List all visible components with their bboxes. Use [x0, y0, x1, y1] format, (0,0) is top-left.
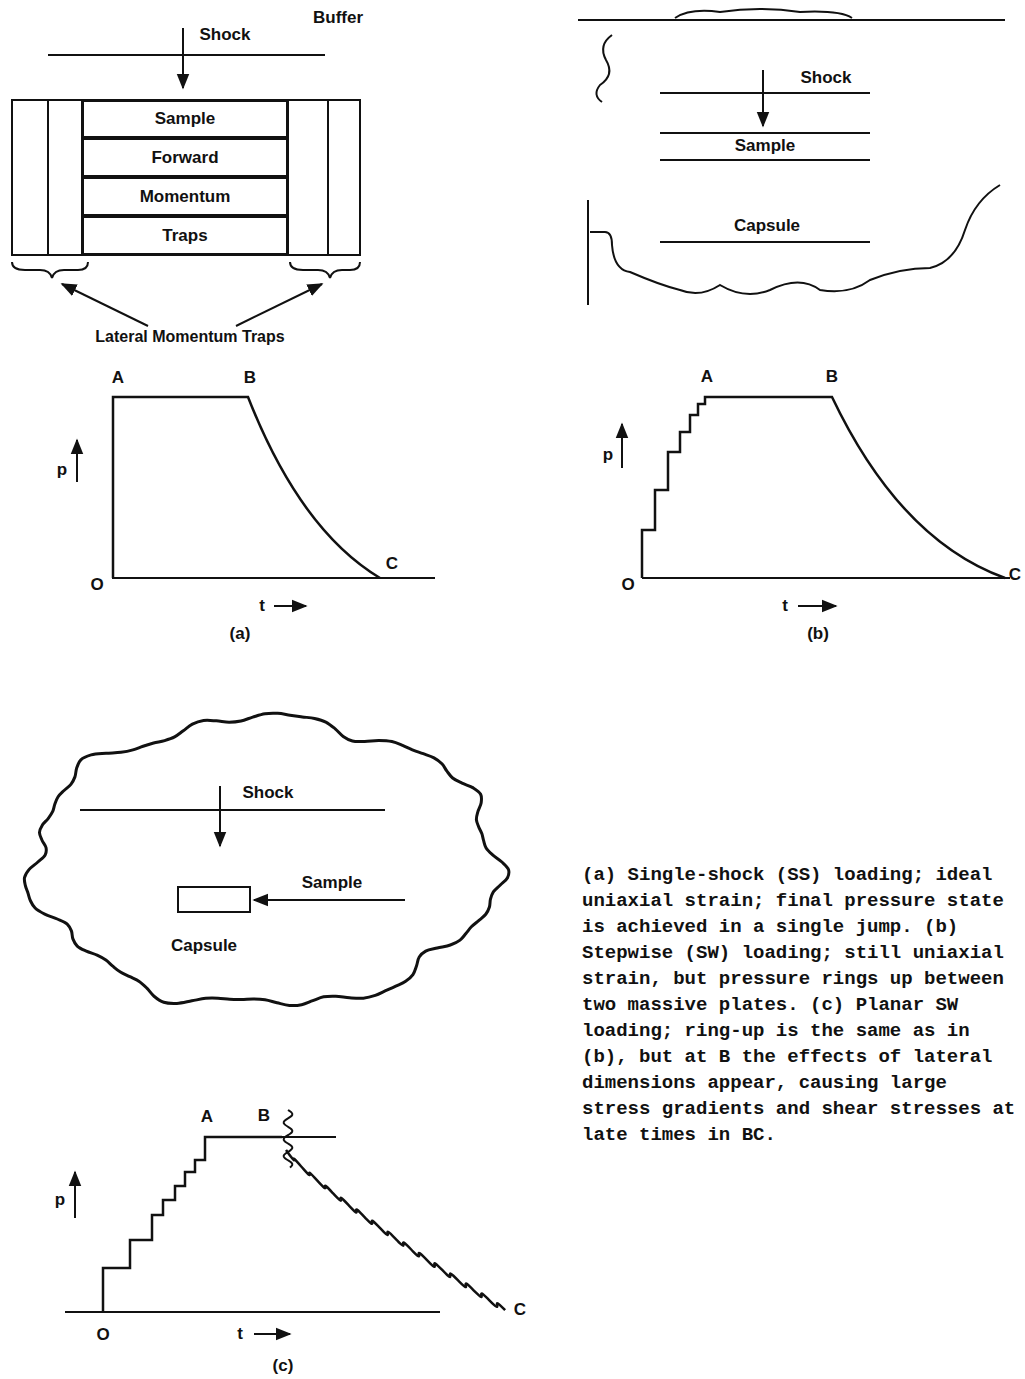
bracket [12, 262, 88, 278]
point-label: A [201, 1108, 213, 1127]
axis-arrow [254, 1333, 290, 1335]
part-label: Shock [800, 69, 851, 88]
leader-arrow [62, 284, 148, 326]
part-label: Buffer [313, 9, 363, 28]
bracket [290, 262, 360, 278]
panel-a-graph [77, 397, 435, 606]
apparatus-layer: Forward [82, 138, 288, 177]
break-mark [284, 1110, 293, 1168]
point-label: p [603, 446, 613, 465]
plateau-extension [282, 1136, 336, 1138]
layer-label: Sample [155, 109, 215, 129]
layer-label: Traps [162, 226, 207, 246]
panel-c-apparatus [24, 713, 509, 1005]
sample-edge [660, 132, 870, 134]
plate [660, 92, 870, 94]
panel-a-apparatus [12, 28, 360, 326]
capsule-wall [587, 200, 589, 305]
part-label: Shock [242, 784, 293, 803]
point-label: A [701, 368, 713, 387]
point-label: C [386, 555, 398, 574]
apparatus-layer: Momentum [82, 177, 288, 216]
point-label: O [90, 576, 103, 595]
apparatus-layer: Traps [82, 216, 288, 255]
shock-arrow [182, 28, 184, 88]
point-label: B [244, 369, 256, 388]
leader-arrow [236, 284, 322, 326]
explosive [675, 9, 852, 18]
time-axis [112, 577, 435, 579]
panel-b-graph [622, 397, 1010, 606]
capsule-outline [24, 713, 509, 1005]
layer-label: Momentum [140, 187, 231, 207]
capsule-plate [660, 241, 870, 243]
plate [578, 19, 1005, 21]
figure-caption: (a) Single-shock (SS) loading; ideal uni… [582, 862, 1022, 1148]
sample-edge [660, 159, 870, 161]
point-label: C [514, 1301, 526, 1320]
time-axis [65, 1311, 440, 1313]
axis-arrow [798, 605, 836, 607]
point-label: t [782, 597, 788, 616]
part-label: Sample [302, 874, 362, 893]
point-label: B [826, 368, 838, 387]
sample-rect [178, 887, 250, 912]
time-axis [642, 577, 1010, 579]
axis-arrow [274, 605, 306, 607]
pressure-curve [113, 397, 380, 578]
part-label: Capsule [171, 937, 237, 956]
panel-c-graph [65, 1110, 505, 1334]
layer-label: Forward [151, 148, 218, 168]
leader-arrow [254, 899, 405, 901]
capsule-outline [590, 185, 1000, 294]
pressure-curve [103, 1137, 282, 1312]
apparatus-layer: Sample [82, 100, 288, 138]
point-label: p [57, 461, 67, 480]
panel-label: (c) [273, 1357, 294, 1376]
part-label: Capsule [734, 217, 800, 236]
point-label: t [237, 1325, 243, 1344]
point-label: A [112, 369, 124, 388]
lateral-trap [47, 100, 49, 255]
pressure-curve [286, 1150, 505, 1310]
shock-arrow [762, 70, 764, 126]
shock-arrow [219, 786, 221, 846]
part-label: Sample [735, 137, 795, 156]
buffer-plate [48, 54, 325, 56]
axis-arrow [621, 424, 623, 468]
point-label: C [1009, 566, 1021, 585]
panel-b-apparatus [578, 9, 1005, 305]
part-label: Shock [199, 26, 250, 45]
axis-arrow [76, 440, 78, 482]
apparatus-outline [12, 100, 360, 255]
panel-label: (b) [807, 625, 829, 644]
panel-label: (a) [230, 625, 251, 644]
point-label: O [621, 576, 634, 595]
point-label: B [258, 1107, 270, 1126]
point-label: O [96, 1326, 109, 1345]
break-mark [596, 35, 612, 102]
pressure-curve [642, 397, 1005, 578]
lateral-trap [327, 100, 329, 255]
shock-front [80, 809, 385, 811]
axis-arrow [74, 1172, 76, 1218]
point-label: p [55, 1191, 65, 1210]
point-label: t [259, 597, 265, 616]
part-label: Lateral Momentum Traps [95, 328, 284, 346]
